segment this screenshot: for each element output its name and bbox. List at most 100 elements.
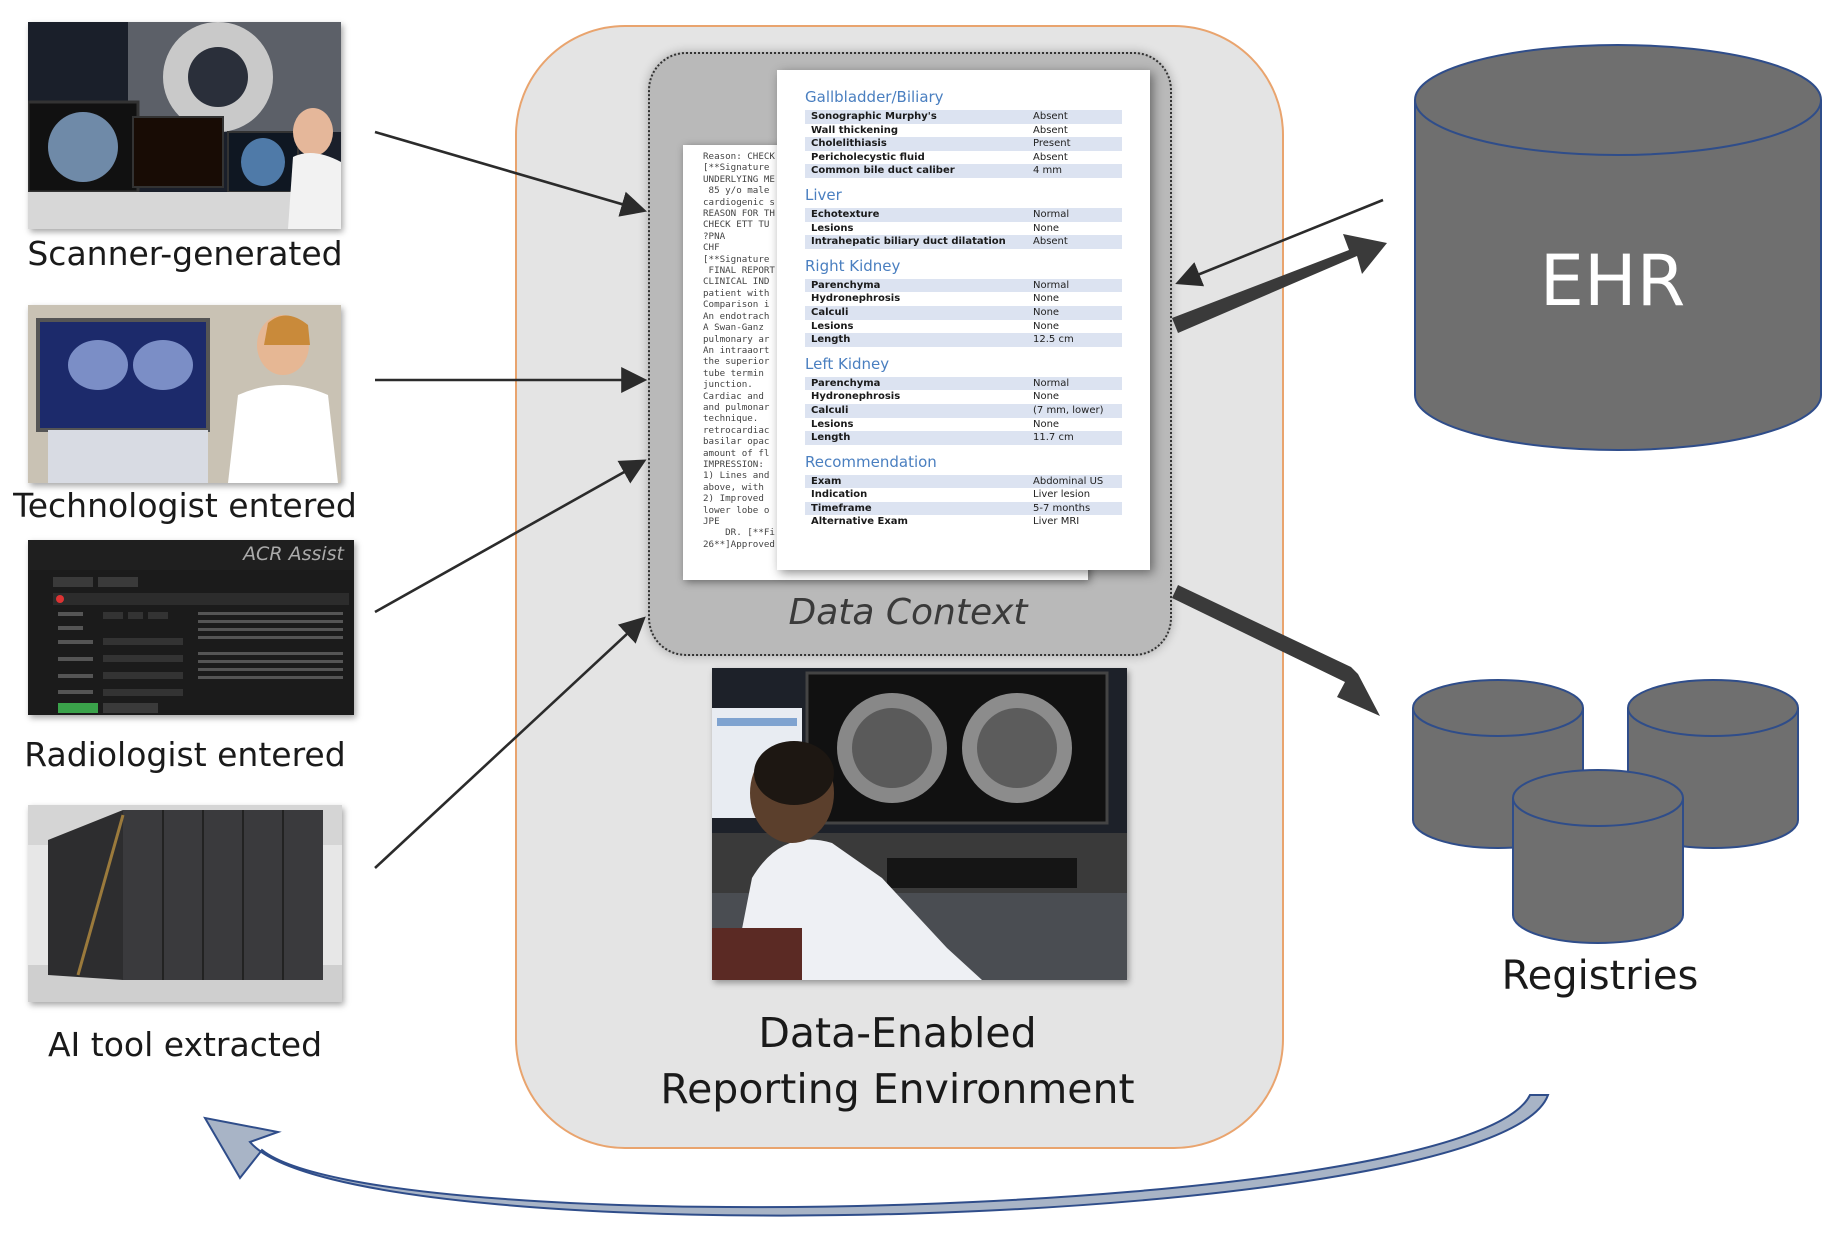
report-row-key: Cholelithiasis bbox=[811, 138, 887, 150]
report-row: Echotexture Normal bbox=[805, 207, 1122, 222]
report-row-value: None bbox=[1033, 391, 1060, 403]
report-row-key: Length bbox=[811, 432, 851, 444]
report-row-key: Timeframe bbox=[811, 502, 872, 514]
report-row-key: Pericholecystic fluid bbox=[811, 151, 925, 163]
report-row-value: None bbox=[1033, 222, 1060, 234]
report-row: Hydronephrosis None bbox=[805, 292, 1122, 306]
acr-assist-screenshot: ACR Assist bbox=[28, 540, 354, 715]
report-row: Lesions None bbox=[805, 222, 1122, 236]
report-row-key: Common bile duct caliber bbox=[811, 165, 955, 177]
arrow-radiologist bbox=[374, 459, 647, 614]
report-row-value: Absent bbox=[1033, 236, 1068, 248]
report-row-key: Echotexture bbox=[811, 208, 880, 220]
report-row-value: Normal bbox=[1033, 208, 1070, 220]
free-text-line: cardiogenic s bbox=[703, 196, 775, 208]
report-row-value: Normal bbox=[1033, 279, 1070, 291]
report-row-key: Calculi bbox=[811, 306, 849, 318]
free-text-line: CLINICAL IND bbox=[703, 276, 770, 288]
source-label-scanner: Scanner-generated bbox=[27, 234, 343, 273]
thick-arrow-to-ehr bbox=[1172, 234, 1387, 333]
free-text-line: JPE bbox=[703, 516, 720, 527]
report-row-value: 12.5 cm bbox=[1033, 334, 1074, 346]
free-text-line: lower lobe o bbox=[703, 504, 770, 516]
free-text-line: amount of fl bbox=[703, 447, 770, 459]
report-section-title: Left Kidney bbox=[805, 354, 890, 373]
free-text-line: 2) Improved bbox=[703, 493, 764, 505]
report-row-key: Lesions bbox=[811, 222, 854, 234]
report-row-value: 5-7 months bbox=[1033, 502, 1091, 514]
report-row: Cholelithiasis Present bbox=[805, 137, 1122, 151]
free-text-line: CHF bbox=[703, 242, 720, 254]
report-row-value: None bbox=[1033, 306, 1060, 318]
report-row-value: Absent bbox=[1033, 124, 1068, 136]
report-row-value: None bbox=[1033, 293, 1060, 305]
report-row-value: None bbox=[1033, 418, 1060, 430]
report-row-value: Liver MRI bbox=[1033, 516, 1080, 528]
report-row: Lesions None bbox=[805, 320, 1122, 334]
data-context-label: Data Context bbox=[788, 592, 1028, 633]
environment-title: Data-Enabled Reporting Environment bbox=[515, 1005, 1280, 1117]
report-row-value: (7 mm, lower) bbox=[1033, 404, 1104, 416]
report-row-key: Hydronephrosis bbox=[811, 293, 901, 305]
report-row: Timeframe 5-7 months bbox=[805, 501, 1122, 516]
free-text-line: the superior bbox=[703, 356, 770, 368]
report-row-key: Length bbox=[811, 334, 851, 346]
thick-arrow-to-registries bbox=[1172, 585, 1380, 716]
free-text-line: technique. bbox=[703, 413, 759, 425]
report-row-value: Absent bbox=[1033, 111, 1068, 122]
free-text-line: 1) Lines and bbox=[703, 470, 770, 482]
report-row-key: Lesions bbox=[811, 320, 854, 332]
acr-assist-title: ACR Assist bbox=[243, 543, 344, 565]
ct-scanner-operator-photo bbox=[28, 22, 341, 229]
registries-label: Registries bbox=[1501, 953, 1699, 999]
report-row-key: Hydronephrosis bbox=[811, 391, 901, 403]
report-row-value: Liver lesion bbox=[1033, 489, 1091, 501]
free-text-line: FINAL REPORT bbox=[703, 265, 775, 277]
free-text-line: above, with bbox=[703, 481, 764, 493]
source-label-ai: AI tool extracted bbox=[47, 1025, 323, 1064]
source-label-radiologist: Radiologist entered bbox=[24, 735, 346, 774]
report-row-key: Calculi bbox=[811, 404, 849, 416]
database-cylinder-icon bbox=[1414, 44, 1822, 451]
report-row-key: Parenchyma bbox=[811, 377, 881, 389]
report-row: Length 12.5 cm bbox=[805, 333, 1122, 347]
environment-title-line2: Reporting Environment bbox=[660, 1065, 1135, 1113]
free-text-line: ?PNA bbox=[703, 230, 726, 242]
free-text-line: 85 y/o male bbox=[703, 185, 770, 197]
free-text-line: and pulmonar bbox=[703, 401, 770, 413]
free-text-line: [**Signature bbox=[703, 162, 770, 174]
arrow-ehr-to-context bbox=[1175, 198, 1384, 287]
free-text-line: CHECK ETT TU bbox=[703, 219, 770, 231]
report-row-key: Intrahepatic biliary duct dilatation bbox=[811, 236, 1006, 248]
report-row: Exam Abdominal US bbox=[805, 474, 1122, 489]
environment-title-line1: Data-Enabled bbox=[758, 1009, 1037, 1057]
report-row-value: 4 mm bbox=[1033, 165, 1063, 177]
report-row-value: None bbox=[1033, 320, 1060, 332]
free-text-line: Comparison i bbox=[703, 299, 770, 311]
free-text-line: IMPRESSION: bbox=[703, 458, 764, 470]
report-row-key: Exam bbox=[811, 475, 842, 487]
report-row-value: Present bbox=[1033, 138, 1071, 150]
free-text-line: 26**]Approved bbox=[703, 538, 775, 550]
free-text-line: An endotrach bbox=[703, 310, 770, 322]
free-text-line: Cardiac and bbox=[703, 390, 764, 402]
report-row-value: Abdominal US bbox=[1033, 475, 1104, 487]
free-text-line: REASON FOR TH bbox=[703, 208, 775, 220]
report-row-value: Normal bbox=[1033, 377, 1070, 389]
free-text-line: DR. [**Fi bbox=[703, 527, 775, 539]
report-row-key: Wall thickening bbox=[811, 124, 899, 136]
